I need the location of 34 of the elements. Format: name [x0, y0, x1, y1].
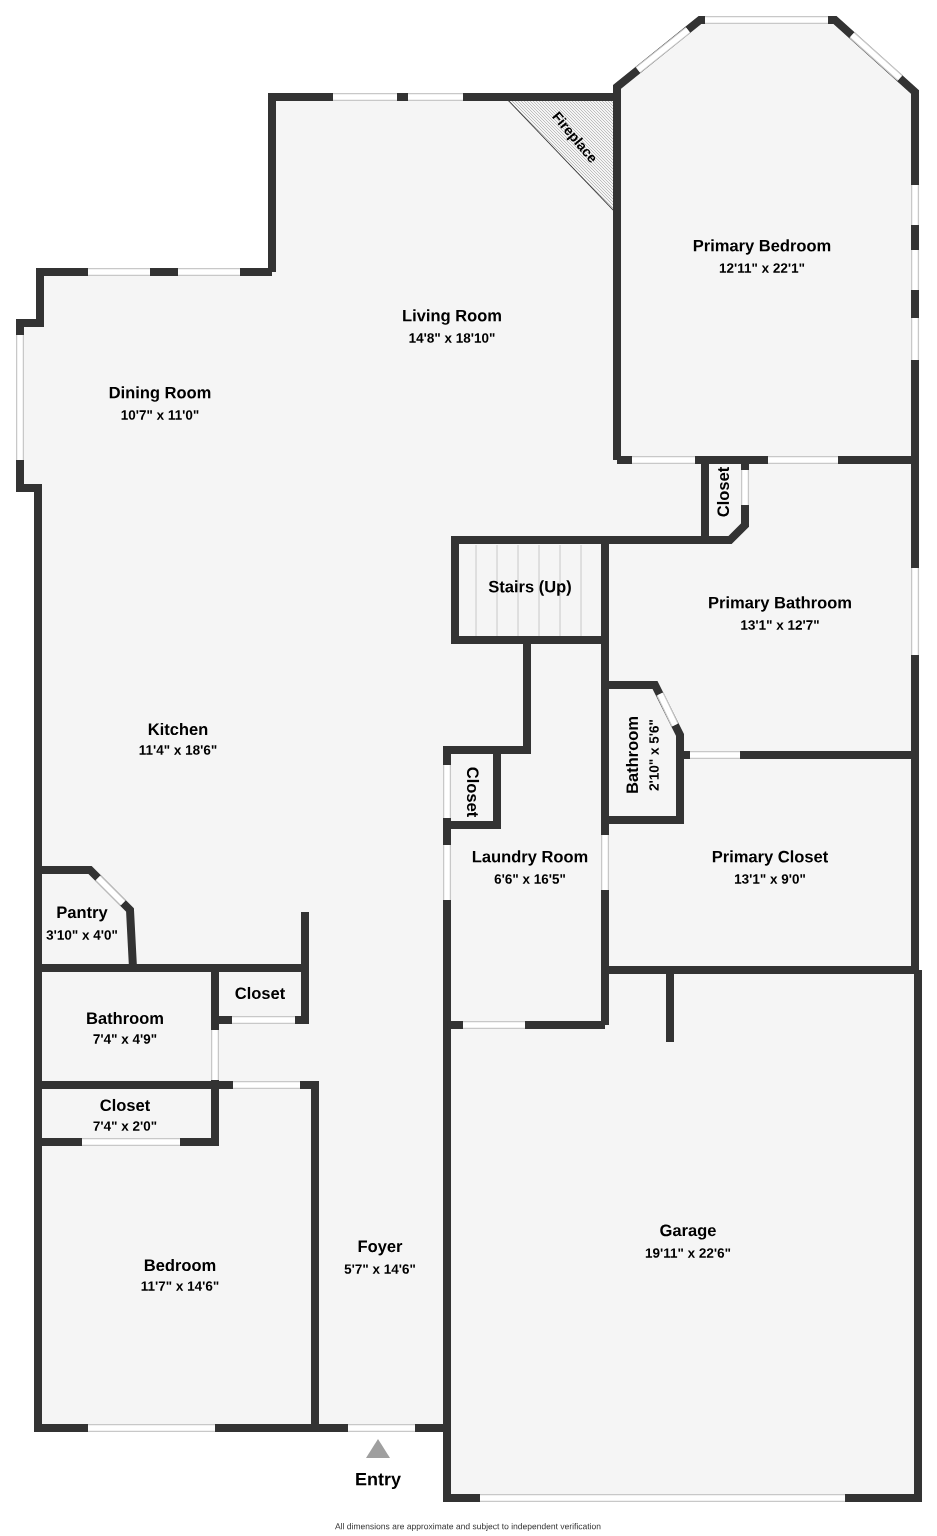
- room-label: Pantry: [57, 906, 108, 922]
- dimension-label: 7'4" x 2'0": [93, 1121, 157, 1131]
- entry-label: Entry: [356, 1472, 401, 1490]
- room-label: Primary Closet: [712, 850, 828, 866]
- room-label: Foyer: [358, 1240, 403, 1256]
- room-label: Bathroom: [625, 717, 639, 793]
- dimension-label: 12'11" x 22'1": [719, 263, 805, 273]
- dimension-label: 7'4" x 4'9": [93, 1034, 157, 1044]
- disclaimer-note: All dimensions are approximate and subject to independent verification: [335, 1523, 601, 1531]
- room-label: Closet: [716, 467, 730, 517]
- room-label: Closet: [466, 767, 480, 817]
- room-label: Stairs (Up): [488, 580, 571, 596]
- room-label: Dining Room: [109, 386, 211, 402]
- dimension-label: 6'6" x 16'5": [494, 874, 565, 884]
- room-label: Kitchen: [148, 722, 208, 736]
- dimension-label: 13'1" x 9'0": [734, 874, 805, 884]
- room-label: Primary Bedroom: [693, 239, 831, 255]
- dimension-label: 19'11" x 22'6": [645, 1248, 731, 1258]
- dimension-label: 5'7" x 14'6": [344, 1264, 415, 1274]
- dimension-label: 11'4" x 18'6": [139, 745, 217, 755]
- room-label: Laundry Room: [472, 850, 588, 866]
- dimension-label: 3'10" x 4'0": [46, 930, 117, 940]
- room-label: Bathroom: [87, 1011, 163, 1025]
- room-label: Closet: [100, 1098, 150, 1112]
- room-label: Primary Bathroom: [709, 596, 851, 612]
- dimension-label: 13'1" x 12'7": [741, 620, 819, 630]
- dimension-label: 10'7" x 11'0": [121, 410, 199, 420]
- dimension-label: 11'7" x 14'6": [141, 1281, 219, 1291]
- room-label: Closet: [235, 986, 285, 1000]
- room-label: Garage: [660, 1224, 716, 1240]
- room-label: Living Room: [403, 309, 501, 325]
- dimension-label: 14'8" x 18'10": [409, 333, 495, 343]
- dimension-label: 2'10" x 5'6": [649, 720, 659, 791]
- room-label: Bedroom: [144, 1258, 216, 1272]
